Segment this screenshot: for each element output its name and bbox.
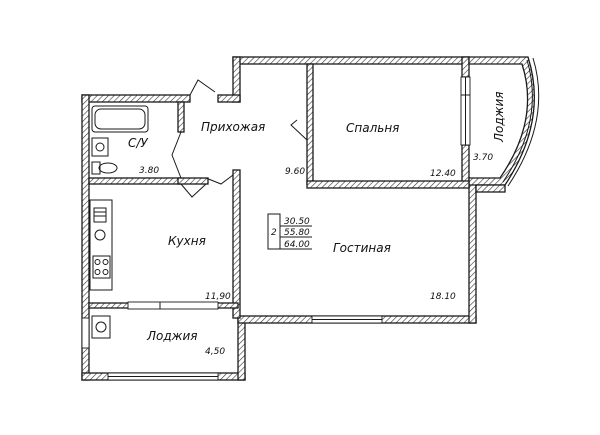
rooms-count-box: [267, 213, 281, 250]
wall-bath-bottom: [88, 177, 182, 185]
loggia-bottom-label: Лоджия: [146, 329, 198, 343]
stove-icon: [92, 255, 111, 279]
area-summary: 2 30.50 55.80 64.00: [267, 213, 312, 250]
bedroom-label: Спальня: [346, 121, 399, 135]
total-with-loggias: 64.00: [284, 240, 310, 250]
wall-hall-bottom-left: [177, 177, 209, 185]
bedroom-loggia-opening: [460, 76, 471, 146]
wall-loggia-right: [237, 317, 246, 381]
bedroom-door: [290, 119, 308, 141]
room-labels: С/У 3.80 Прихожая 9.60 Спальня 12.40 Лод…: [128, 92, 506, 358]
loggia-right-glazing-outer: [507, 57, 540, 187]
living-label: Гостиная: [333, 241, 391, 255]
right-loggia: [468, 56, 540, 193]
sink-icon: [91, 137, 109, 157]
wall-right-bed-top: [461, 56, 470, 78]
entrance-door: [189, 79, 216, 96]
wall-right-living: [468, 182, 477, 324]
wall-top-bath: [81, 94, 191, 103]
rooms-count: 2: [271, 228, 277, 238]
wall-top-main: [232, 56, 470, 65]
bedroom-area: 12.40: [430, 169, 456, 179]
kitchen-sink-icon: [94, 229, 106, 241]
bathroom-door: [171, 131, 182, 179]
hallway-label: Прихожая: [201, 120, 265, 134]
living-door: [205, 174, 234, 185]
bathroom-label: С/У: [128, 136, 148, 150]
loggia-right-outline: [468, 56, 535, 186]
wall-loggia-right-bottom: [475, 184, 506, 193]
toilet-tank-icon: [91, 161, 101, 175]
bathtub-icon: [91, 105, 149, 133]
bathroom-fixtures: [91, 105, 149, 175]
wall-hall-bedroom: [306, 63, 314, 185]
toilet-icon: [98, 162, 118, 174]
windows: [81, 301, 383, 381]
window-loggia-left: [81, 317, 90, 349]
wall-hall-step-h: [217, 94, 241, 103]
wall-bath-hall-top: [177, 101, 185, 133]
kitchen-fixtures: [89, 199, 113, 339]
doors: [171, 79, 308, 198]
bathroom-area: 3.80: [139, 166, 159, 176]
wall-bedroom-living: [306, 180, 470, 189]
total-area: 55.80: [284, 228, 310, 238]
outer-walls: [81, 56, 477, 381]
loggia-bottom-area: 4,50: [205, 347, 225, 357]
washing-machine-icon: [91, 315, 111, 339]
living-area-total: 30.50: [284, 217, 310, 227]
door-kitchen-loggia: [127, 301, 219, 310]
kitchen-area: 11,90: [205, 292, 231, 302]
kitchen-label: Кухня: [168, 234, 206, 248]
living-area: 18.10: [430, 292, 456, 302]
wall-right-bed-bottom: [461, 144, 470, 186]
kitchen-counter-icon: [89, 199, 113, 291]
dishwasher-icon: [93, 207, 107, 223]
kitchen-door: [180, 183, 207, 198]
loggia-right-area: 3.70: [473, 153, 493, 163]
hallway-area: 9.60: [285, 167, 305, 177]
loggia-right-label: Лоджия: [492, 92, 506, 144]
wall-kitchen-living: [232, 169, 241, 319]
loggia-right-glazing: [502, 59, 533, 183]
